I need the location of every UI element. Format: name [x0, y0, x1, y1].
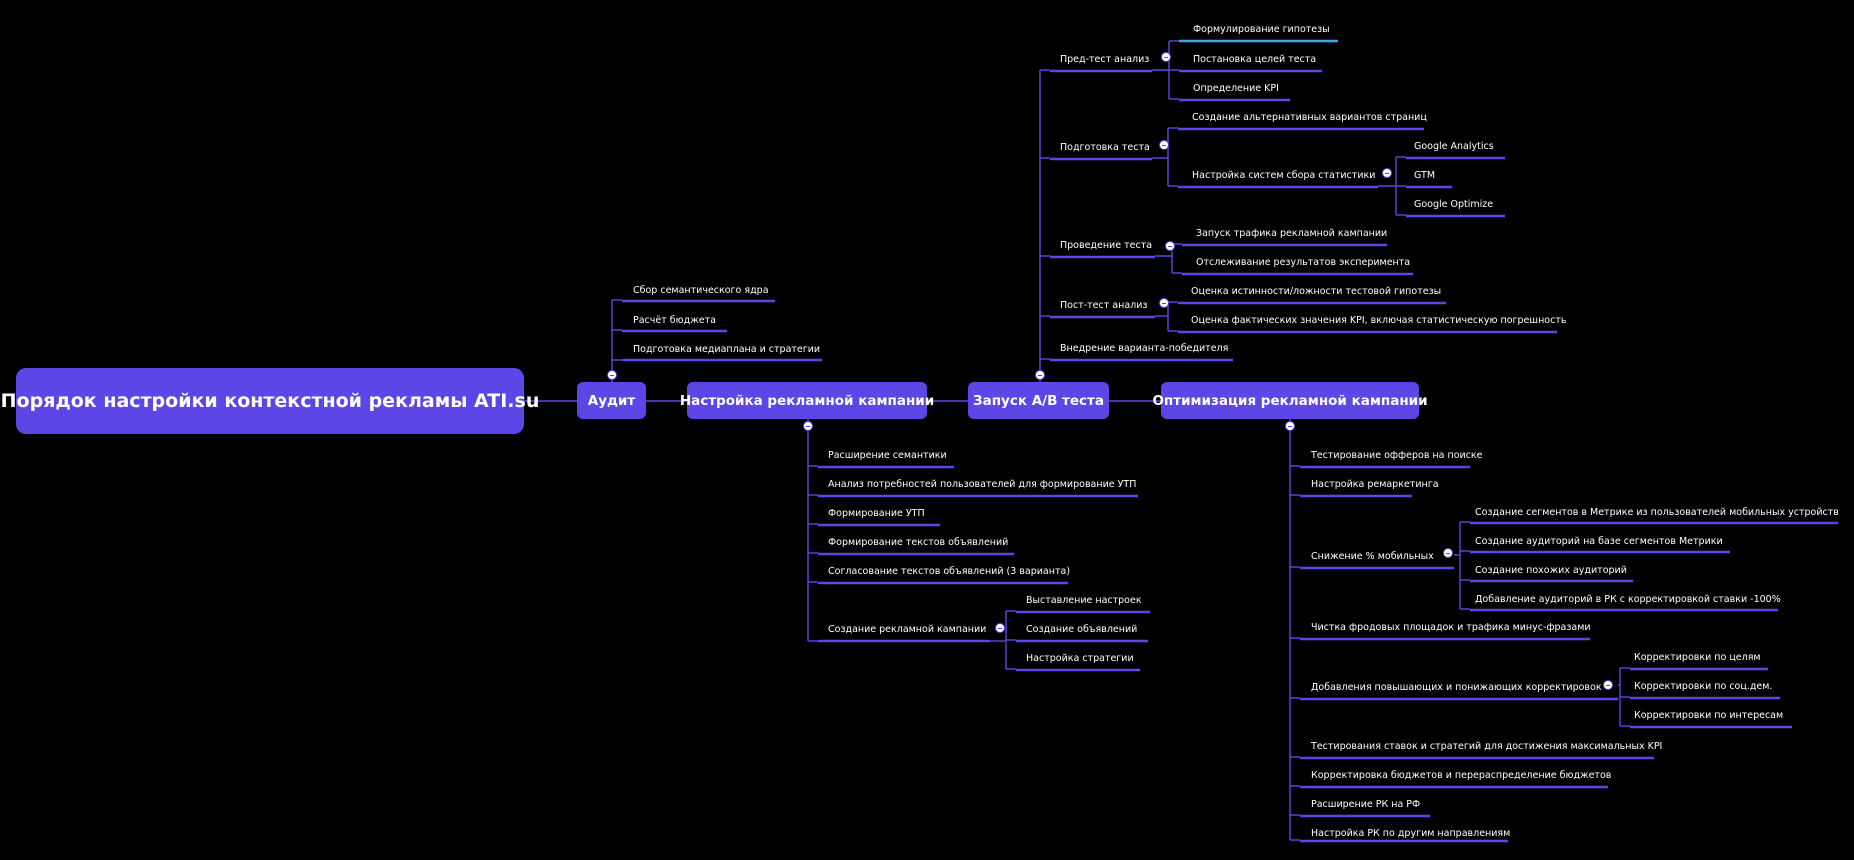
setup-item[interactable]: Формирование текстов объявлений	[828, 537, 1009, 548]
collapse-toggle-stats[interactable]	[1382, 168, 1392, 178]
posttest-child[interactable]: Оценка истинности/ложности тестовой гипо…	[1191, 286, 1442, 297]
collapse-toggle-pretest[interactable]	[1161, 52, 1171, 62]
adjust-child[interactable]: Корректировки по соц.дем.	[1634, 681, 1773, 692]
ab-group[interactable]: Проведение теста	[1060, 240, 1153, 251]
root-title: Порядок настройки контекстной рекламы AT…	[0, 390, 540, 412]
adjust-child[interactable]: Корректировки по целям	[1634, 652, 1761, 663]
node-setup[interactable]: Настройка рекламной кампании	[680, 382, 934, 419]
opt-title: Оптимизация рекламной кампании	[1152, 392, 1428, 409]
stats-child[interactable]: Google Optimize	[1414, 199, 1494, 210]
root-node[interactable]: Порядок настройки контекстной рекламы AT…	[1, 368, 539, 434]
mobile-child[interactable]: Создание аудиторий на базе сегментов Мет…	[1475, 536, 1723, 547]
collapse-toggle-posttest[interactable]	[1159, 298, 1169, 308]
opt-item[interactable]: Тестирование офферов на поиске	[1311, 450, 1483, 461]
pretest-child[interactable]: Постановка целей теста	[1193, 54, 1317, 65]
collapse-toggle-run[interactable]	[1165, 241, 1175, 251]
run-child[interactable]: Отслеживание результатов эксперимента	[1196, 257, 1411, 268]
mobile-child[interactable]: Создание похожих аудиторий	[1475, 565, 1627, 576]
ab-title: Запуск A/B теста	[973, 392, 1104, 409]
collapse-toggle-prep[interactable]	[1159, 140, 1169, 150]
stats-child[interactable]: Google Analytics	[1414, 141, 1494, 152]
opt-item[interactable]: Тестирования ставок и стратегий для дост…	[1311, 741, 1663, 752]
collapse-toggle-setup[interactable]	[803, 421, 813, 431]
collapse-toggle-adjust[interactable]	[1603, 680, 1613, 690]
posttest-child[interactable]: Оценка фактических значения KPI, включая…	[1191, 315, 1567, 326]
pretest-child[interactable]: Определение KPI	[1193, 83, 1279, 94]
adjust-child[interactable]: Корректировки по интересам	[1634, 710, 1784, 721]
ab-group[interactable]: Пост-тест анализ	[1060, 300, 1148, 311]
audit-item[interactable]: Расчёт бюджета	[633, 315, 716, 326]
node-optimization[interactable]: Оптимизация рекламной кампании	[1152, 382, 1428, 419]
setup-item[interactable]: Анализ потребностей пользователей для фо…	[828, 479, 1137, 490]
opt-item[interactable]: Настройка ремаркетинга	[1311, 479, 1439, 490]
opt-item[interactable]: Снижение % мобильных	[1311, 551, 1434, 562]
setup-title: Настройка рекламной кампании	[679, 392, 935, 409]
create-campaign-child[interactable]: Выставление настроек	[1026, 595, 1142, 606]
stats-child[interactable]: GTM	[1414, 170, 1436, 181]
node-audit[interactable]: Аудит	[577, 382, 646, 419]
setup-item[interactable]: Согласование текстов объявлений (3 вариа…	[828, 566, 1071, 577]
opt-item[interactable]: Чистка фродовых площадок и трафика минус…	[1311, 622, 1591, 633]
opt-item[interactable]: Добавления повышающих и понижающих корре…	[1311, 682, 1602, 693]
prep-child[interactable]: Настройка систем сбора статистики	[1192, 170, 1376, 181]
ab-group[interactable]: Пред-тест анализ	[1060, 54, 1150, 65]
opt-item[interactable]: Корректировка бюджетов и перераспределен…	[1311, 770, 1612, 781]
create-campaign-child[interactable]: Создание объявлений	[1026, 624, 1138, 635]
setup-item[interactable]: Расширение семантики	[828, 450, 947, 461]
collapse-toggle-create-campaign[interactable]	[995, 623, 1005, 633]
create-campaign-child[interactable]: Настройка стратегии	[1026, 653, 1134, 664]
collapse-toggle-audit[interactable]	[607, 370, 617, 380]
collapse-toggle-optimization[interactable]	[1285, 421, 1295, 431]
opt-item[interactable]: Расширение РК на РФ	[1311, 799, 1421, 810]
opt-item[interactable]: Настройка РК по другим направлениям	[1311, 828, 1511, 839]
collapse-toggle-ab[interactable]	[1035, 370, 1045, 380]
prep-child[interactable]: Создание альтернативных вариантов страни…	[1192, 112, 1427, 123]
audit-item[interactable]: Сбор семантического ядра	[633, 285, 769, 296]
setup-item[interactable]: Формирование УТП	[828, 508, 925, 519]
setup-item[interactable]: Создание рекламной кампании	[828, 624, 987, 635]
collapse-toggle-mobile[interactable]	[1443, 548, 1453, 558]
node-ab-test[interactable]: Запуск A/B теста	[968, 382, 1109, 419]
audit-title: Аудит	[587, 392, 636, 409]
ab-group[interactable]: Внедрение варианта-победителя	[1060, 343, 1229, 354]
mobile-child[interactable]: Добавление аудиторий в РК с корректировк…	[1475, 594, 1781, 605]
ab-group[interactable]: Подготовка теста	[1060, 142, 1150, 153]
audit-item[interactable]: Подготовка медиаплана и стратегии	[633, 344, 821, 355]
pretest-child[interactable]: Формулирование гипотезы	[1193, 24, 1330, 35]
mobile-child[interactable]: Создание сегментов в Метрике из пользова…	[1475, 507, 1839, 518]
run-child[interactable]: Запуск трафика рекламной кампании	[1196, 228, 1388, 239]
